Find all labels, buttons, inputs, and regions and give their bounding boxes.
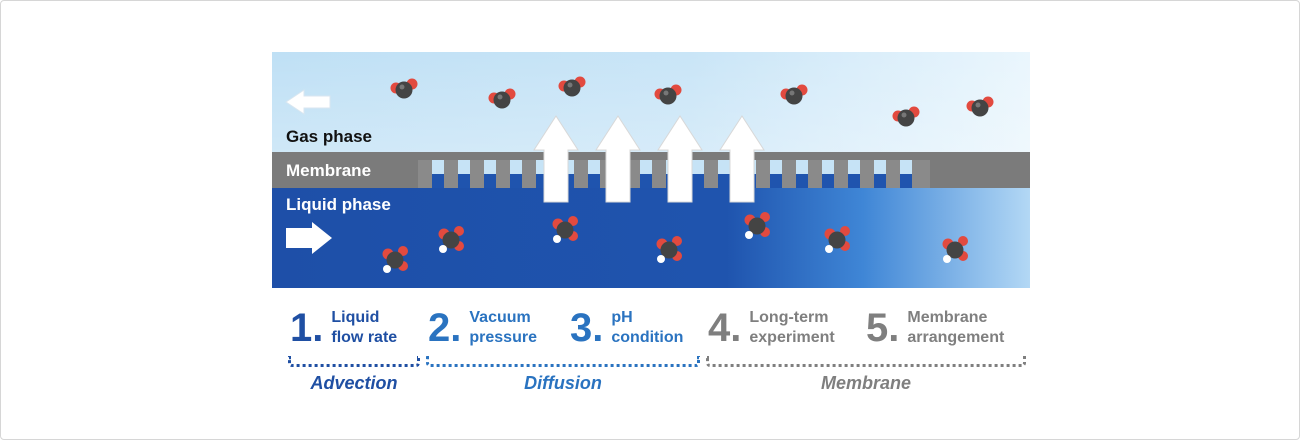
- transport-arrows: [533, 115, 765, 203]
- advection-bracket: [288, 356, 420, 367]
- factor-4-text: Long-term experiment: [749, 309, 835, 346]
- liquid-phase-label: Liquid phase: [286, 195, 391, 214]
- diffusion-label: Diffusion: [524, 373, 602, 393]
- factor-2-text: Vacuum pressure: [469, 309, 537, 346]
- factor-1-text: Liquid flow rate: [331, 309, 398, 346]
- factor-5-number: 5: [866, 306, 889, 350]
- factor-3-text: pH condition: [611, 309, 684, 346]
- liquid-phase-region: [272, 188, 1030, 288]
- factor-4-number: 4: [708, 306, 731, 350]
- liquid-flow-arrow-right: [286, 222, 332, 254]
- factor-3-number: 3: [570, 306, 593, 350]
- membrane-group-label: Membrane: [820, 373, 912, 393]
- factor-5-text: Membrane arrangement: [907, 309, 1005, 346]
- membrane-schematic: Gas phase Membrane Liquid phase: [272, 52, 1030, 288]
- membrane-bracket: [706, 356, 1026, 367]
- membrane-layer: [272, 152, 1030, 188]
- factor-3: 3. pH condition: [570, 306, 684, 350]
- membrane-label: Membrane: [286, 161, 372, 180]
- diffusion-bracket: [426, 356, 700, 367]
- factor-2: 2. Vacuum pressure: [428, 306, 537, 350]
- factor-4: 4. Long-term experiment: [708, 306, 835, 350]
- factor-list: 1. Liquid flow rate 2. Vacuum pressure 3…: [272, 300, 1030, 400]
- factor-1-number: 1: [290, 306, 313, 350]
- factor-1: 1. Liquid flow rate: [290, 306, 398, 350]
- advection-label: Advection: [310, 373, 398, 393]
- gas-flow-arrow-left: [285, 89, 331, 115]
- factor-2-number: 2: [428, 306, 451, 350]
- gas-phase-label: Gas phase: [286, 127, 372, 146]
- factor-5: 5. Membrane arrangement: [866, 306, 1005, 350]
